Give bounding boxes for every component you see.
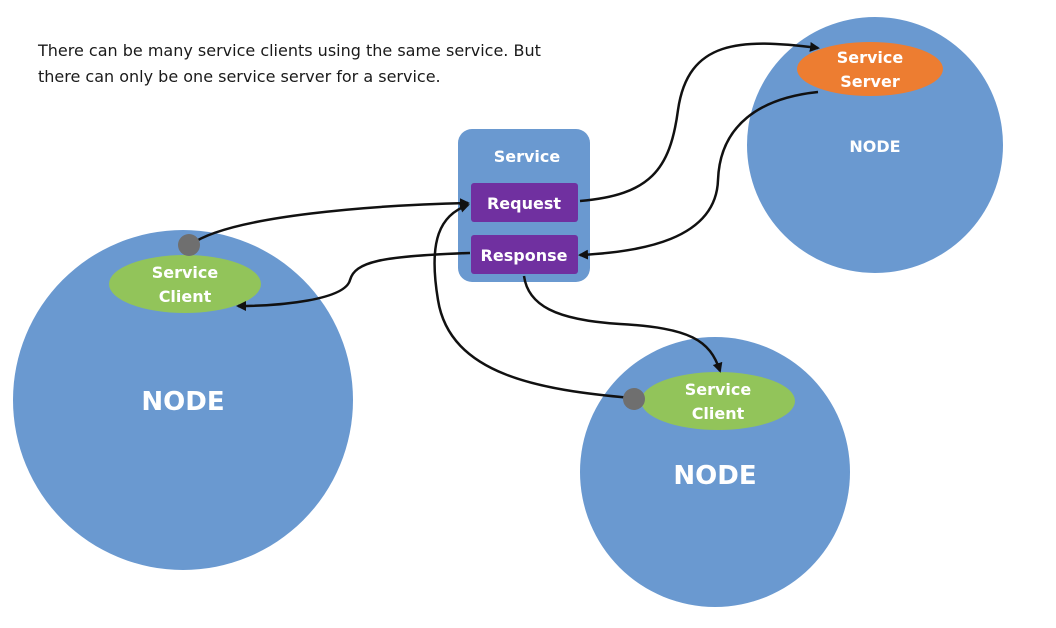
service-server-ellipse [797,42,943,96]
arrow-response-to-left-client [236,251,471,311]
request-box [471,183,578,222]
description-text: There can be many service clients using … [38,38,638,90]
arrow-server-to-response [578,90,819,260]
service-server-label-line-2: Server [840,72,900,91]
service-server-label-line-1: Service [837,48,904,67]
service-client-left-label-line-1: Service [152,263,219,282]
service-client-right-label-line-2: Client [692,404,745,423]
service-client-ellipse-left [109,255,261,313]
response-box [471,235,578,274]
node-circle-client-left [13,230,353,570]
node-label-client-right: NODE [673,461,756,491]
node-label-client-left: NODE [141,387,224,417]
arrow-response-to-right-client [522,275,723,373]
description-line-2: there can only be one service server for… [38,67,441,86]
arrow-left-client-to-request [189,198,470,247]
response-label: Response [481,246,568,265]
node-label-server: NODE [849,137,900,156]
service-client-left-label-line-2: Client [159,287,212,306]
description-line-1: There can be many service clients using … [38,41,541,60]
service-title: Service [494,147,561,166]
client-connector-dot-left [178,234,200,256]
arrow-request-to-server [579,42,820,203]
request-label: Request [487,194,561,213]
client-connector-dot-right [623,388,645,410]
arrow-right-client-to-request [433,202,633,400]
service-client-ellipse-right [641,372,795,430]
service-client-right-label-line-1: Service [685,380,752,399]
